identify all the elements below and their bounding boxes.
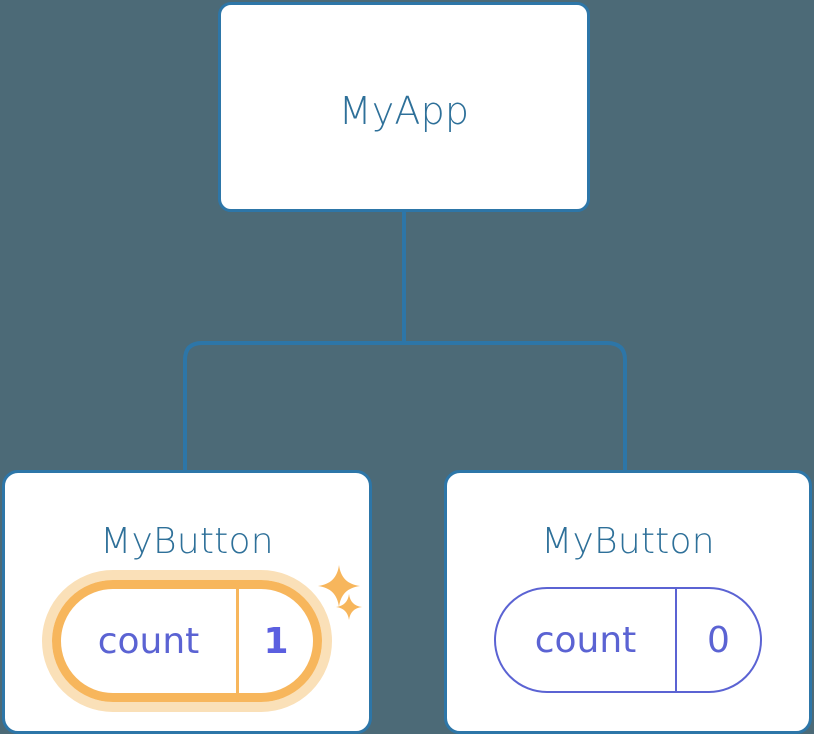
edge-branch-bar [183,341,627,472]
state-pill-key-right: count [496,589,677,691]
state-pill-glow [42,570,332,712]
node-mybutton-left-title: MyButton [100,521,274,562]
node-myapp[interactable]: MyApp [218,2,590,212]
state-pill-value-right: 0 [707,619,730,661]
state-pill-value-left: 1 [263,620,289,662]
state-pill-count-right[interactable]: count 0 [494,587,762,693]
state-pill-count-left[interactable]: count 1 [52,580,322,702]
state-pill-key-left: count [61,589,239,693]
node-myapp-title: MyApp [338,89,470,133]
node-mybutton-right-title: MyButton [541,521,715,562]
